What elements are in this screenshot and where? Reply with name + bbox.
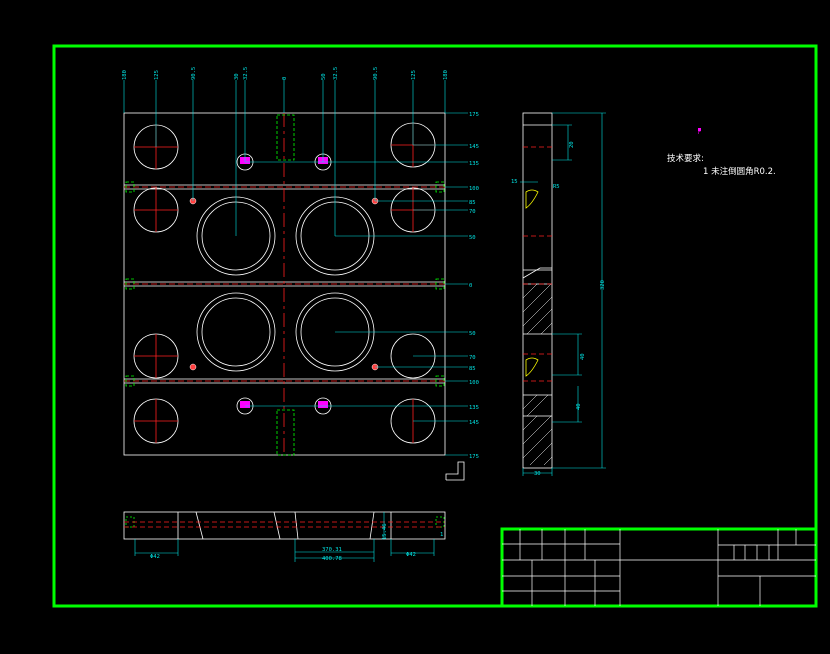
section-dim-label: 20 [569,141,575,148]
bottom-view [123,511,446,540]
section-dim-label: 40 [576,403,582,410]
top-dim-texts: 180 125 90.5 30 32.5 0 50 32.5 90.5 125 … [122,67,449,80]
bottom-dim-label: Φ42 [150,554,160,560]
right-dim-label: 70 [469,355,476,361]
bottom-dim-label: 1 [440,532,443,538]
right-dim-label: 175 [469,454,479,460]
top-dim-label: 32.5 [333,67,339,80]
section-dim-label: R5 [553,184,560,190]
cavity-outer [196,292,276,372]
section-dim-texts: 15 R5 20 320 40 40 30 [511,141,606,477]
top-dim-label: 30 [234,73,240,80]
section-dim-label: 40 [580,353,586,360]
right-dim-lines [245,112,468,456]
right-dim-label: 70 [469,209,476,215]
section-outline [522,112,553,469]
right-dim-label: 50 [469,331,476,337]
right-dim-label: 100 [469,186,479,192]
section-dims [520,112,606,476]
top-dim-label: 32.5 [243,67,249,80]
right-dim-label: 85 [469,200,476,206]
top-dim-label: 90.5 [191,67,197,80]
plan-centerlines [124,113,445,455]
bottom-dim-label: Φ42 [406,552,416,558]
right-dim-label: 135 [469,161,479,167]
top-dim-label: 90.5 [373,67,379,80]
section-dim-label: 30 [534,471,541,477]
tech-req-item: 1 未注倒圆角R0.2. [703,166,776,177]
top-dim-label: 50 [321,73,327,80]
top-dim-label: 125 [411,70,417,80]
section-dim-label: 15 [511,179,518,185]
section-view [522,112,553,469]
section-dim-label: 320 [600,280,606,290]
marker-label: F [698,130,701,136]
bottom-dim-label: 400.78 [322,556,342,562]
right-dim-label: 0 [469,283,472,289]
bottom-outline [123,511,446,540]
bottom-dim-label: 15.46 [382,523,388,540]
bottom-dim-texts: Φ42 370.31 400.78 Φ42 15.46 1 [150,523,443,562]
top-dim-label: 0 [282,77,288,80]
top-dim-lines [123,80,446,236]
top-dim-label: 125 [154,70,160,80]
bottom-dims [134,512,435,562]
right-dim-texts: 175 145 135 100 85 70 50 0 50 70 85 100 … [469,112,479,460]
right-dim-label: 175 [469,112,479,118]
bottom-centerlines [124,521,445,528]
right-dim-label: 145 [469,420,479,426]
slot-features [125,114,445,456]
right-dim-label: 145 [469,144,479,150]
right-dim-label: 50 [469,235,476,241]
right-dim-label: 100 [469,380,479,386]
tech-req-title: 技术要求: [667,153,704,164]
bottom-dim-label: 370.31 [322,547,342,553]
title-block-frame [500,527,818,608]
top-dim-label: 180 [443,70,449,80]
cavity-inner [201,297,271,367]
drawing-border [52,44,818,608]
top-dim-label: 180 [122,70,128,80]
tech-requirements: F 技术要求: 1 未注倒圆角R0.2. [667,130,776,177]
section-hatching [522,283,553,466]
right-dim-label: 135 [469,405,479,411]
title-block [500,527,818,608]
right-dim-label: 85 [469,366,476,372]
section-centerlines [523,146,552,382]
